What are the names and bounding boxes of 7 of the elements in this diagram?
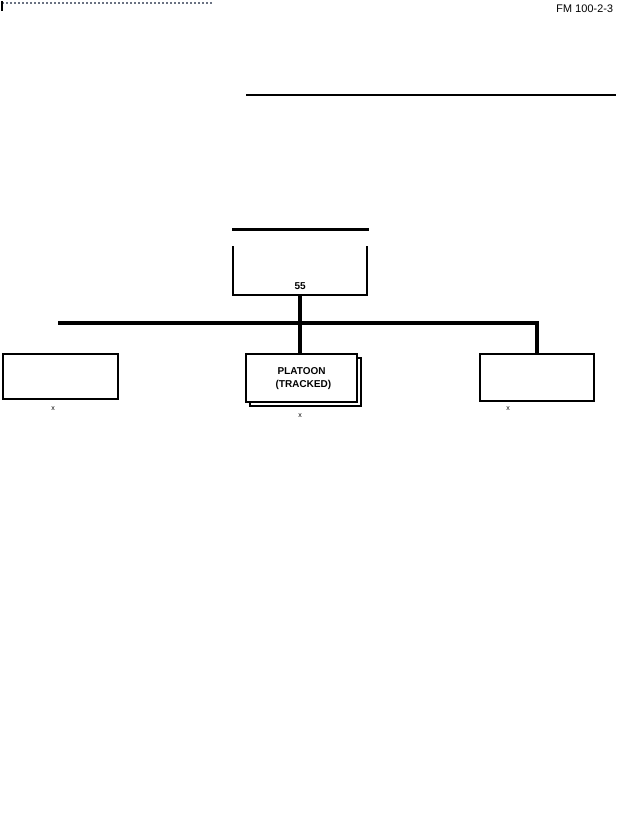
empty-unit-box (2, 353, 119, 400)
unit-label: PLATOON (TRACKED) (274, 365, 332, 391)
page-number: FM 100-2-3 (556, 2, 613, 16)
unit-box (245, 353, 358, 403)
unit-label: 55 (293, 280, 307, 293)
unit-box (232, 246, 368, 296)
empty-unit-box (479, 353, 595, 402)
